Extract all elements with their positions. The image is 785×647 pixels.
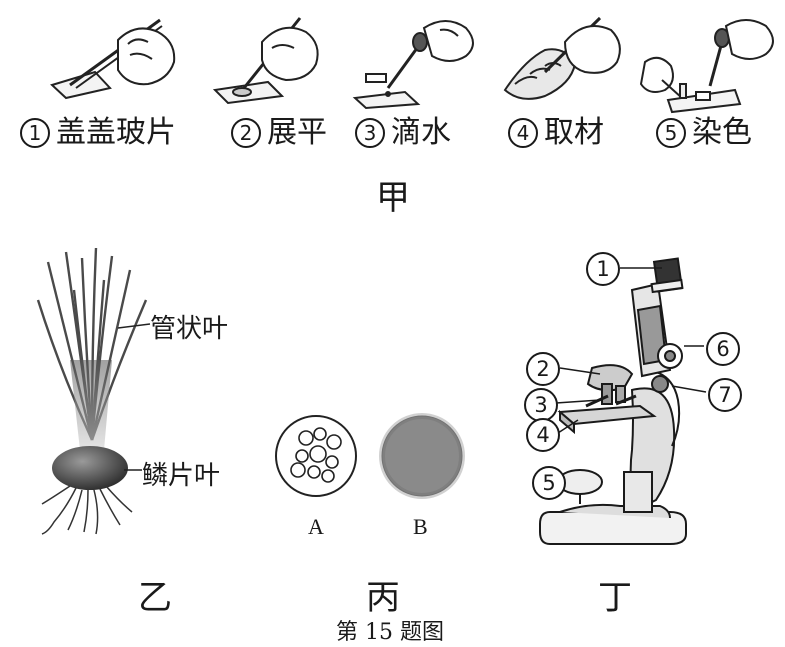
step-text-4: 取材 <box>544 115 604 150</box>
microscope-marker-7: 7 <box>708 378 742 412</box>
microscope-marker-2: 2 <box>526 352 560 386</box>
step2-spread-illustration <box>212 17 319 105</box>
view-b-label: B <box>413 514 428 539</box>
onion-tube-leaf-label: 管状叶 <box>150 314 229 344</box>
step-text-2: 展平 <box>267 115 327 150</box>
step4-take-material-illustration <box>503 16 621 100</box>
microscope-marker-3: 3 <box>524 388 558 422</box>
step-text-3: 滴水 <box>391 115 451 150</box>
microscope-marker-1: 1 <box>586 252 620 286</box>
step-text-1: 盖盖玻片 <box>56 115 176 150</box>
step-number-5: 5 <box>656 118 686 148</box>
microscope-marker-6: 6 <box>706 332 740 366</box>
panel-label-ding: 丁 <box>598 578 632 618</box>
step-number-3: 3 <box>355 118 385 148</box>
figure-caption: 第 15 题图 <box>336 620 444 645</box>
step1-cover-slip-illustration <box>50 18 176 100</box>
panel-label-yi: 乙 <box>138 578 172 618</box>
microscope-marker-4: 4 <box>526 418 560 452</box>
onion-roots <box>41 485 133 535</box>
onion-scale-leaf-label: 鳞片叶 <box>142 461 221 491</box>
step-illustrations <box>50 16 774 114</box>
panel-label-jia: 甲 <box>376 178 410 218</box>
cell-views <box>275 413 465 499</box>
onion-illustration <box>36 247 151 535</box>
step3-drop-water-illustration <box>352 20 474 110</box>
step-number-1: 1 <box>20 118 50 148</box>
view-a-label: A <box>308 514 324 539</box>
view-b-circle <box>381 415 463 497</box>
step5-stain-illustration <box>639 19 774 114</box>
panel-label-bing: 丙 <box>366 578 400 618</box>
step-text-5: 染色 <box>692 115 752 150</box>
step-number-2: 2 <box>231 118 261 148</box>
microscope-marker-5: 5 <box>532 466 566 500</box>
microscope-illustration <box>539 257 707 545</box>
onion-bulb <box>52 446 128 490</box>
step-number-4: 4 <box>508 118 538 148</box>
